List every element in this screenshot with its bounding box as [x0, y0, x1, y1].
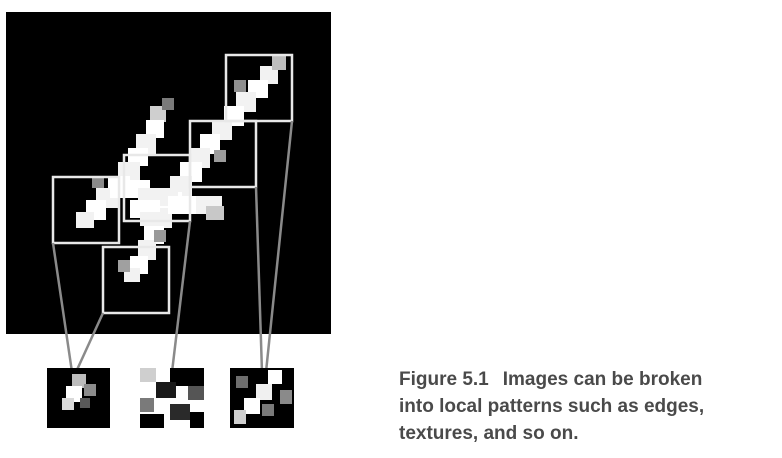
caption-line-1: Figure 5.1 Images can be broken — [399, 366, 779, 393]
extracted-patch-3 — [230, 368, 294, 428]
caption-line-2: into local patterns such as edges, — [399, 396, 705, 417]
patch-box-5 — [224, 53, 294, 123]
caption-line-3: textures, and so on. — [399, 423, 579, 444]
patch-outlines — [51, 53, 294, 315]
extracted-patch-1 — [47, 368, 110, 428]
extracted-patch-2 — [140, 368, 204, 428]
patch-box-2 — [101, 245, 171, 315]
patch-box-4 — [188, 119, 258, 189]
figure-number: Figure 5.1 — [399, 369, 489, 390]
figure-caption: Figure 5.1 Images can be broken into loca… — [399, 366, 779, 447]
caption-text-1: Images can be broken — [502, 369, 703, 390]
patch-box-1 — [51, 175, 121, 245]
connector-lines — [51, 120, 294, 373]
